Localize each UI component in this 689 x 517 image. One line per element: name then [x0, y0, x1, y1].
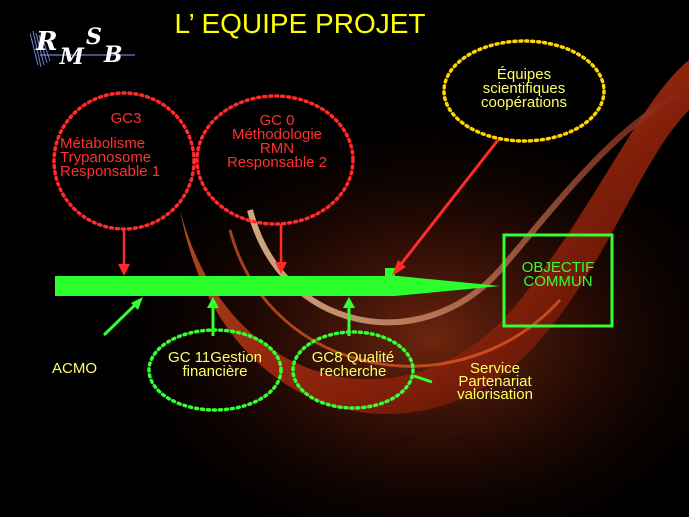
- logo-letter: M: [60, 44, 86, 70]
- gc3-line: Responsable 1: [60, 164, 160, 179]
- logo-letter: R: [36, 27, 60, 57]
- logo-letter: B: [104, 42, 125, 68]
- service-line: valorisation: [440, 387, 550, 402]
- rmsb-logo: RMSB: [30, 25, 140, 70]
- acmo-label: ACMO: [52, 361, 97, 376]
- equipes-line: coopérations: [468, 95, 580, 110]
- logo-letter: S: [86, 24, 104, 50]
- gc11-line: financière: [155, 364, 275, 379]
- gc3-title: GC3: [96, 111, 156, 126]
- gc8-line: recherche: [298, 364, 408, 379]
- objectif-line: COMMUN: [504, 274, 612, 289]
- logo-letters: RMSB: [36, 27, 124, 57]
- page-title: L’ EQUIPE PROJET: [150, 10, 450, 39]
- gc0-line: Responsable 2: [210, 155, 344, 170]
